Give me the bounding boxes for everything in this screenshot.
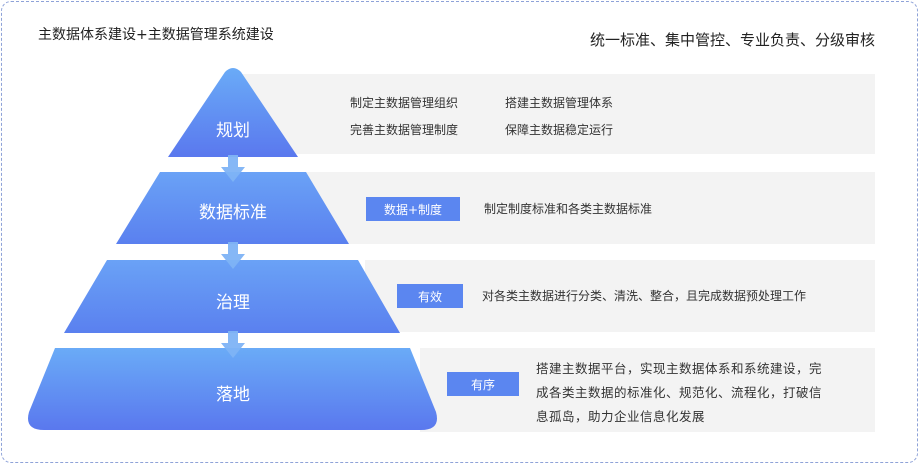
tier-1-shape <box>168 68 298 157</box>
tier-4-line-2: 成各类主数据的标准化、规范化、流程化，打破信 <box>536 385 823 400</box>
tier-1-item-2: 搭建主数据管理体系 <box>505 96 614 110</box>
arrow-3-icon <box>221 331 245 358</box>
arrow-1-icon <box>221 155 245 182</box>
arrow-2-icon <box>221 242 245 269</box>
panel-tier-1 <box>240 74 875 154</box>
tier-4-line-1: 搭建主数据平台，实现主数据体系和系统建设，完 <box>536 361 823 376</box>
tier-1-item-3: 完善主数据管理制度 <box>350 123 459 137</box>
tier-4-label: 落地 <box>216 385 250 405</box>
tier-3-tag: 有效 <box>397 284 463 308</box>
tier-1-item-4: 保障主数据稳定运行 <box>505 123 614 137</box>
tier-2-tag: 数据+制度 <box>366 197 460 221</box>
tier-3-shape <box>64 260 400 333</box>
tier-2-label: 数据标准 <box>199 203 267 223</box>
left-title: 主数据体系建设+主数据管理系统建设 <box>38 27 274 43</box>
tier-2-shape <box>116 172 349 244</box>
tier-4-tag: 有序 <box>447 372 519 396</box>
right-title: 统一标准、集中管控、专业负责、分级审核 <box>589 31 875 49</box>
tier-1-label: 规划 <box>216 121 250 141</box>
tier-2-description: 制定制度标准和各类主数据标准 <box>484 202 653 216</box>
tier-4-shape <box>28 348 437 430</box>
tier-1-item-1: 制定主数据管理组织 <box>350 96 459 110</box>
tier-3-label: 治理 <box>216 293 250 313</box>
tier-4-line-3: 息孤岛，助力企业信息化发展 <box>536 409 706 424</box>
tier-4-description: 搭建主数据平台，实现主数据体系和系统建设，完 成各类主数据的标准化、规范化、流程… <box>536 357 866 429</box>
tier-3-description: 对各类主数据进行分类、清洗、整合，且完成数据预处理工作 <box>482 289 807 303</box>
